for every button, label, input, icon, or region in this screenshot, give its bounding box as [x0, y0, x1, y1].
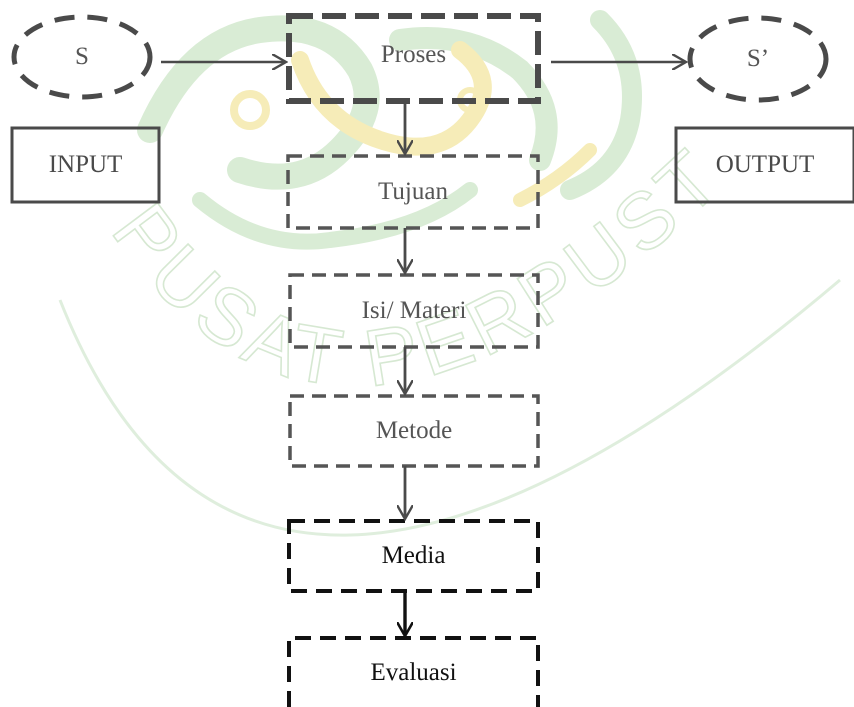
output-label: OUTPUT [715, 151, 815, 178]
watermark-logo [137, 10, 642, 250]
step-box-media [287, 519, 540, 593]
input-symbol-label: S [75, 43, 89, 70]
step-label-media: Media [381, 542, 446, 569]
step-label-tujuan: Tujuan [378, 178, 448, 205]
output-symbol-ellipse [687, 15, 829, 103]
output-box [674, 126, 854, 204]
step-box-isi-materi [288, 273, 540, 349]
step-label-isi-materi: Isi/ Materi [361, 297, 467, 324]
step-label-metode: Metode [375, 417, 453, 444]
watermark-arc-rim [58, 278, 841, 537]
step-box-evaluasi [287, 636, 540, 707]
step-label-evaluasi: Evaluasi [370, 658, 457, 686]
input-box [10, 126, 161, 204]
output-symbol-label: S’ [746, 45, 770, 72]
input-label: INPUT [48, 151, 123, 178]
step-box-tujuan [286, 154, 540, 230]
step-box-metode [288, 394, 540, 468]
step-label-proses: Proses [380, 41, 447, 68]
input-symbol-ellipse [11, 14, 153, 100]
